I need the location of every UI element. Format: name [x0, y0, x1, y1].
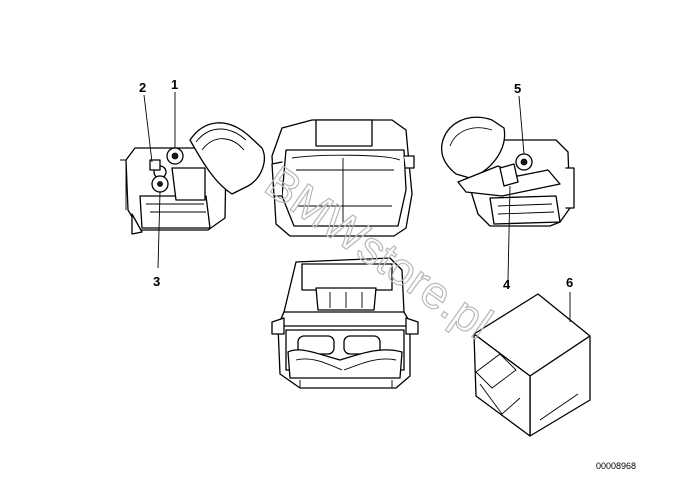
callout-1: 1	[171, 77, 178, 92]
leader-line-2	[143, 94, 153, 163]
leader-lines	[143, 92, 571, 322]
blower-housing-front-view	[271, 119, 415, 237]
leader-line-3	[157, 191, 161, 269]
callout-3: 3	[153, 274, 160, 289]
callout-5: 5	[514, 81, 521, 96]
part-6-package	[473, 293, 591, 437]
blower-housing-right-view	[440, 116, 575, 281]
blower-housing-bottom-view	[271, 257, 419, 389]
callout-6: 6	[566, 275, 573, 290]
leader-line-5	[518, 95, 525, 155]
callout-4: 4	[503, 277, 511, 292]
blower-housing-left-view	[120, 122, 265, 235]
diagram-reference-number: 00008968	[596, 461, 636, 471]
callout-2: 2	[139, 80, 146, 95]
